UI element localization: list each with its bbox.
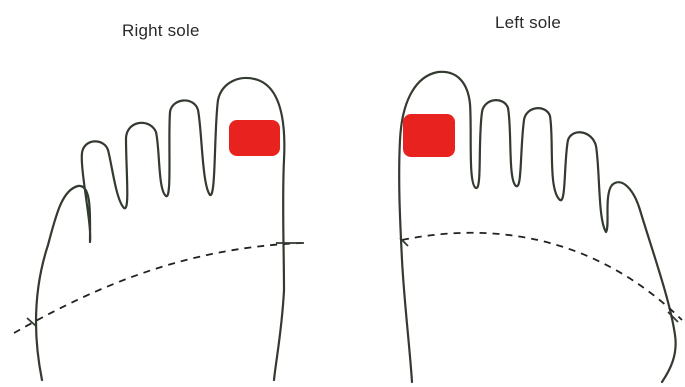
right-sole-foot <box>14 78 304 380</box>
right-sole-ball-line <box>14 243 302 333</box>
left-sole-foot <box>399 72 682 382</box>
left-sole-ball-line <box>402 233 682 320</box>
right-big-toe-highlight <box>229 120 280 156</box>
left-big-toe-highlight <box>403 114 455 157</box>
